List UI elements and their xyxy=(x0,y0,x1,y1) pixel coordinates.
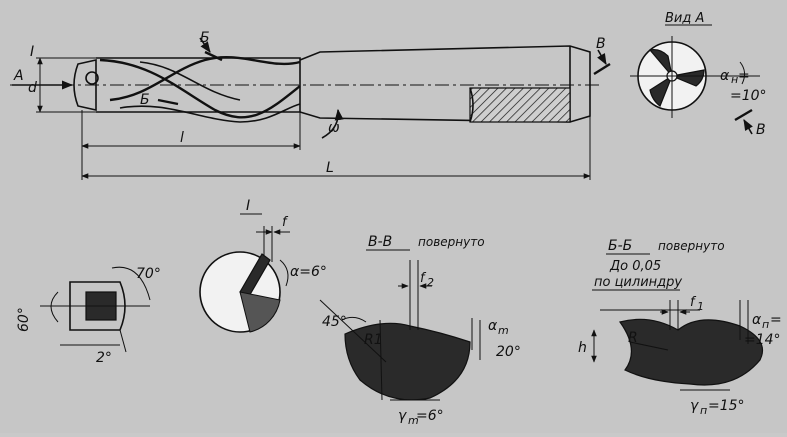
label-d: d xyxy=(28,80,37,96)
section-bb: Б-Б повернуто До 0,05 по цилиндру f 1 h … xyxy=(578,238,782,417)
label-60: 60° xyxy=(16,307,32,332)
tip-end-view xyxy=(69,281,126,331)
shank-outline xyxy=(299,45,591,123)
label-h: h xyxy=(578,340,587,356)
label-20: 20° xyxy=(496,344,521,360)
label-alpha-n-sub: п xyxy=(762,318,769,331)
label-gamma-n-sub: п xyxy=(700,404,707,417)
label-gamma-m-sub: m xyxy=(408,414,419,427)
label-l-small: l xyxy=(180,130,184,146)
view-a-title: Вид А xyxy=(665,11,704,26)
flute-curve-1 xyxy=(99,58,301,119)
rotation-arrow xyxy=(321,108,344,139)
shank-section-hatch xyxy=(469,87,571,123)
label-gamma-n: γ xyxy=(690,398,699,414)
section-bb-note: повернуто xyxy=(658,239,725,253)
label-f2-sub: 2 xyxy=(427,276,434,289)
label-alpha6: α=6° xyxy=(290,264,327,280)
view-a: Вид А В В α н = =10° xyxy=(593,11,767,138)
section-vv: В-В повернуто f 2 45° R1 α m 20° γ m =6° xyxy=(319,234,521,427)
label-alpha-n-value: =14° xyxy=(744,332,781,348)
section-vv-note: повернуто xyxy=(418,235,485,249)
label-f1-sub: 1 xyxy=(697,300,704,313)
detail-flute xyxy=(239,291,281,333)
drill-side-view: А I Б Б d l L ω xyxy=(10,30,600,180)
section-v-top-mark xyxy=(593,62,611,76)
drill-body-outline xyxy=(96,57,301,113)
label-f2: f xyxy=(420,271,427,286)
label-2: 2° xyxy=(96,350,112,366)
section-vv-body xyxy=(344,322,471,401)
section-v-bottom-mark xyxy=(734,108,753,122)
detail-i-title: I xyxy=(246,198,250,214)
label-po-cilindru: по цилиндру xyxy=(594,275,682,290)
section-b-top-mark xyxy=(204,50,223,62)
label-i: I xyxy=(30,44,34,60)
label-gamma-m-value: =6° xyxy=(416,408,444,424)
label-alpha-h-value: =10° xyxy=(730,88,767,104)
label-r: R xyxy=(628,330,638,346)
angle-60-arc xyxy=(50,291,59,323)
label-alpha-h: α xyxy=(720,68,730,84)
detail-i: I f α=6° 70° 60° 2° xyxy=(16,198,327,366)
section-bb-body xyxy=(619,318,764,386)
label-r1: R1 xyxy=(364,332,383,348)
label-alpha-h-eq: = xyxy=(738,68,750,84)
label-f: f xyxy=(282,215,289,230)
label-b-bottom: Б xyxy=(140,92,150,108)
label-do-005: До 0,05 xyxy=(609,259,661,274)
label-a: А xyxy=(13,68,24,84)
flute-curve-4 xyxy=(139,61,241,101)
label-omega: ω xyxy=(328,120,340,136)
tip-circle xyxy=(85,71,99,85)
label-v-top: В xyxy=(596,36,606,52)
angle-70-arc xyxy=(111,266,151,301)
label-v-bottom: В xyxy=(756,122,766,138)
label-alpha-n: α xyxy=(752,312,762,328)
label-b-top: Б xyxy=(200,30,210,46)
drill-tip xyxy=(73,59,97,111)
label-gamma-m: γ xyxy=(398,408,407,424)
section-bb-title: Б-Б xyxy=(608,238,632,254)
label-alpha-h-sub: н xyxy=(731,73,738,86)
label-gamma-n-value: =15° xyxy=(708,398,745,414)
label-alpha-m-sub: m xyxy=(498,324,509,337)
section-vv-title: В-В xyxy=(368,234,392,250)
label-alpha-m: α xyxy=(488,318,498,334)
flute-curve-3 xyxy=(119,103,301,123)
section-b-bottom-mark xyxy=(157,98,179,106)
flute-curve-2 xyxy=(109,55,301,102)
break-line xyxy=(469,87,474,123)
label-f1: f xyxy=(690,295,697,310)
view-a-tooth-2 xyxy=(669,69,705,87)
view-a-tooth-1 xyxy=(648,49,673,77)
label-45: 45° xyxy=(322,314,347,330)
label-70: 70° xyxy=(136,266,161,282)
label-l-total: L xyxy=(326,160,334,176)
label-alpha-n-eq: = xyxy=(770,312,782,328)
view-a-tooth-3 xyxy=(649,74,674,107)
